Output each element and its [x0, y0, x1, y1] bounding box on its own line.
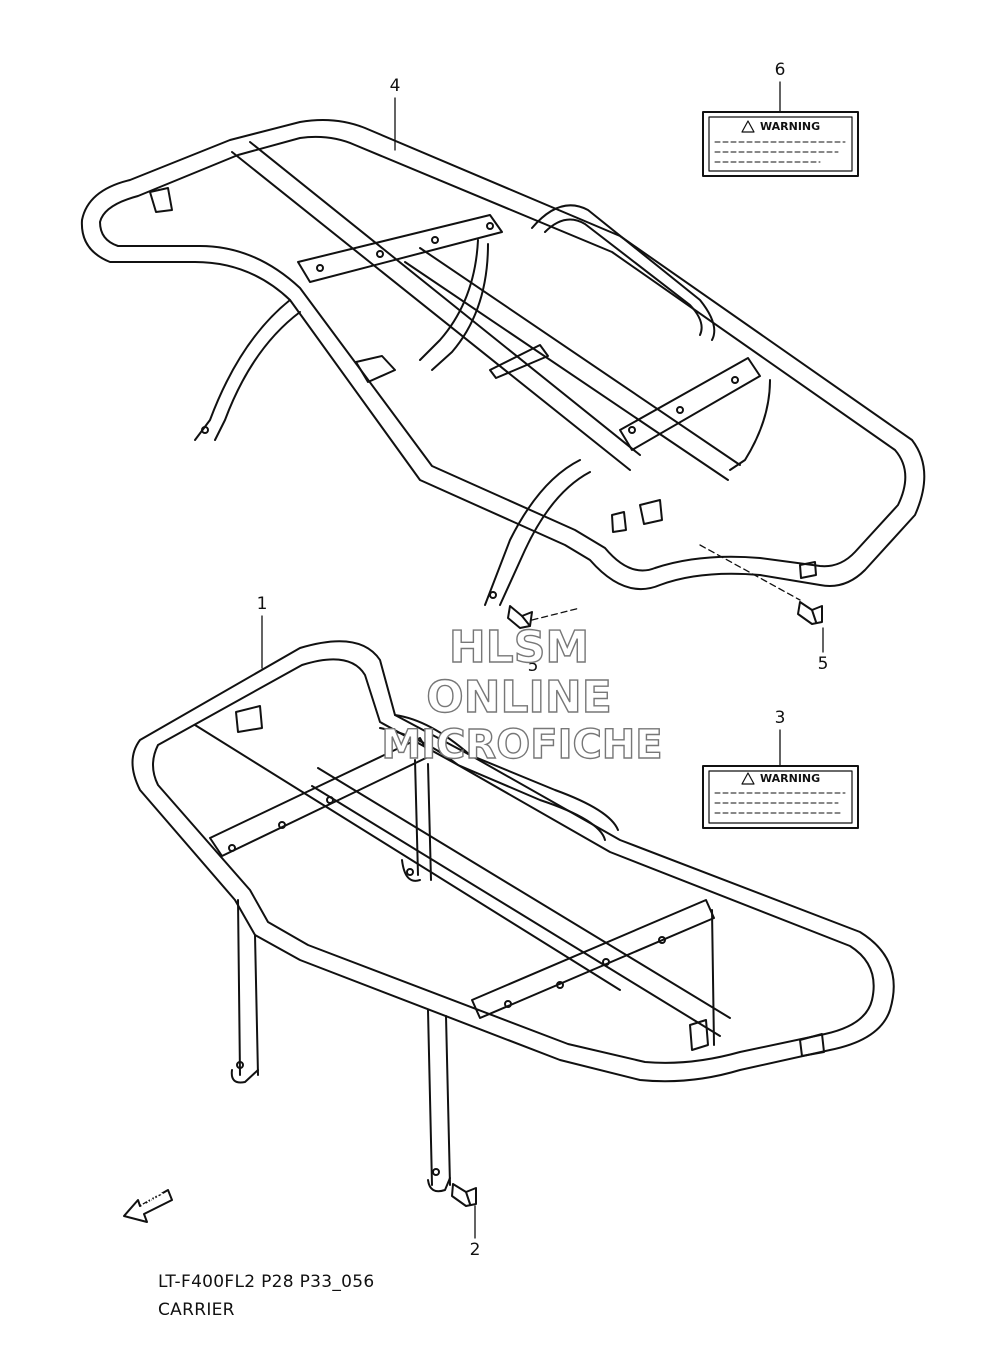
section-title: CARRIER	[158, 1300, 235, 1320]
upper-carrier-rack	[80, 119, 926, 606]
callout-4: 4	[389, 76, 401, 96]
watermark-line-1: HLSM	[448, 621, 590, 673]
warning-label-6-title: WARNING	[760, 120, 821, 133]
callout-1: 1	[256, 594, 268, 614]
warning-label-6	[702, 111, 859, 177]
leader-lines	[261, 81, 824, 1239]
warning-label-3-title: WARNING	[760, 772, 821, 785]
callout-6: 6	[774, 60, 786, 80]
model-code: LT-F400FL2 P28 P33_056	[158, 1272, 375, 1292]
callout-5-left: 5	[527, 656, 539, 676]
watermark-line-3: MICROFICHE	[381, 721, 664, 768]
bolt-5-left	[507, 605, 533, 629]
warning-label-3	[702, 765, 859, 829]
callout-2: 2	[469, 1240, 481, 1260]
callout-3: 3	[774, 708, 786, 728]
watermark-line-2: ONLINE	[426, 671, 613, 723]
lower-carrier-rack	[131, 640, 895, 1193]
bolt-5-right	[797, 601, 823, 625]
callout-5-right: 5	[817, 654, 829, 674]
fwd-arrow-icon	[123, 1189, 173, 1223]
bolt-2	[451, 1183, 477, 1207]
